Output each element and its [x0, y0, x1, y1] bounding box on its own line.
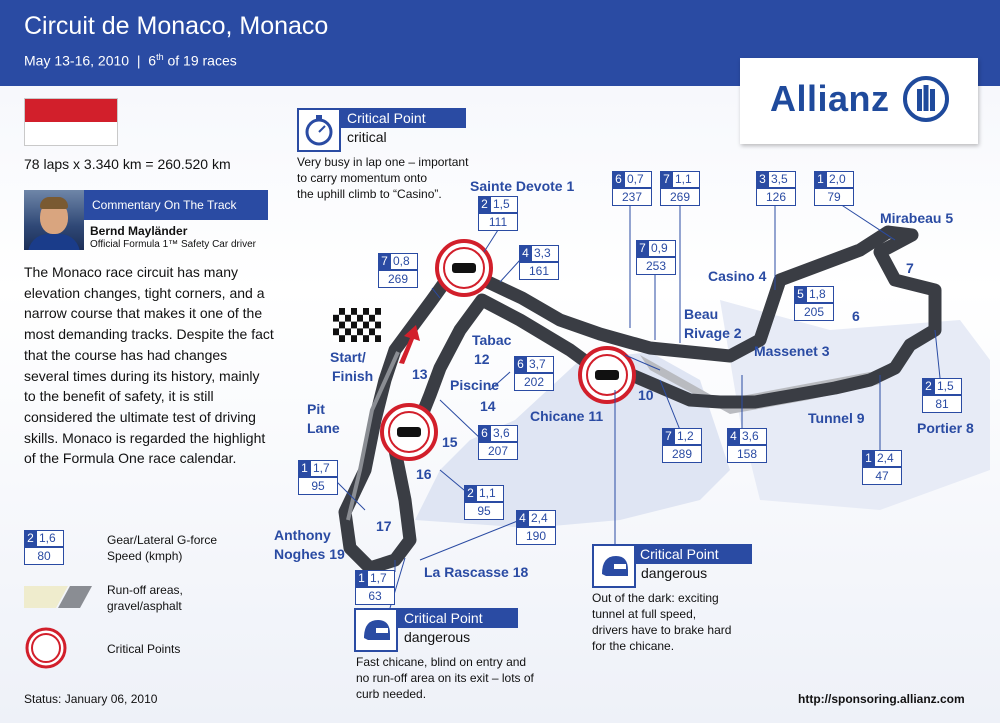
corner-tunnel: Tunnel 9	[808, 410, 865, 426]
helmet-icon	[354, 608, 398, 652]
critical-point-3-desc: Fast chicane, blind on entry and no run-…	[356, 655, 534, 701]
commentator-name: Bernd Mayländer	[90, 224, 188, 238]
helmet-icon	[592, 544, 636, 588]
pit-label: Pit	[307, 401, 325, 417]
corner-chicane: Chicane 11	[530, 408, 604, 424]
corner-16: 16	[416, 466, 432, 482]
allianz-logo: Allianz	[740, 58, 978, 144]
critical-ring-chicane	[578, 346, 636, 404]
legend-critical-label: Critical Points	[107, 642, 181, 656]
corner-rascasse: La Rascasse 18	[424, 564, 529, 580]
critical-point-1-desc: Very busy in lap one – important to carr…	[297, 155, 469, 201]
commentator-avatar	[24, 190, 84, 250]
race-count: of 19 races	[163, 52, 237, 69]
corner-6: 6	[852, 308, 860, 324]
legend-runoff-label: Run-off areas, gravel/asphalt	[107, 583, 183, 613]
corner-10: 10	[638, 387, 654, 403]
corner-13: 13	[412, 366, 428, 382]
commentator-role: Official Formula 1™ Safety Car driver	[90, 239, 256, 250]
start-arrow	[399, 325, 420, 364]
critical-point-3-heading: Critical Point	[398, 608, 518, 628]
flag-top	[25, 99, 117, 122]
sponsor-url[interactable]: http://sponsoring.allianz.com	[798, 692, 965, 706]
corner-beau: Beau	[684, 306, 719, 322]
critical-ring-icon	[25, 627, 67, 669]
race-date-line: May 13-16, 2010 | 6th of 19 races	[24, 52, 237, 69]
lane-label: Lane	[307, 420, 340, 436]
harbour-water	[415, 352, 730, 528]
status-date: Status: January 06, 2010	[24, 692, 158, 706]
corner-sainte-devote: Sainte Devote 1	[470, 178, 575, 194]
critical-point-2-severity: dangerous	[641, 565, 708, 581]
sea-water	[720, 300, 990, 510]
corner-rivage: Rivage 2	[684, 325, 742, 341]
finish-label: Finish	[332, 368, 374, 384]
corner-7: 7	[906, 260, 914, 276]
corner-15: 15	[442, 434, 458, 450]
corner-14: 14	[480, 398, 496, 414]
corner-casino: Casino 4	[708, 268, 767, 284]
race-date: May 13-16, 2010	[24, 52, 130, 69]
pit-lane	[346, 351, 400, 521]
corner-tabac: Tabac	[472, 332, 512, 348]
allianz-eagle-icon	[903, 76, 949, 122]
track-outline	[338, 225, 942, 575]
race-number: 6	[148, 52, 157, 69]
runoff-swatch-icon	[24, 586, 92, 608]
start-label: Start/	[330, 349, 366, 365]
legend-gear-box: 2 1,6 80	[24, 530, 64, 565]
corner-noghes: Noghes 19	[274, 546, 345, 562]
logo-wordmark: Allianz	[770, 78, 890, 119]
separator: |	[136, 52, 141, 69]
corner-massenet: Massenet 3	[754, 343, 830, 359]
critical-ring-piscine	[380, 403, 438, 461]
commentary-heading: Commentary On The Track	[84, 190, 268, 220]
stopwatch-icon	[297, 108, 341, 152]
corner-mirabeau: Mirabeau 5	[880, 210, 954, 226]
corner-portier: Portier 8	[917, 420, 974, 436]
header-bar: Circuit de Monaco, Monaco May 13-16, 201…	[0, 0, 1000, 86]
corner-anthony: Anthony	[274, 527, 331, 543]
track-description: The Monaco race circuit has many elevati…	[24, 264, 274, 467]
flag-bottom	[25, 122, 117, 145]
critical-point-2-desc: Out of the dark: exciting tunnel at full…	[592, 591, 732, 653]
corner-17: 17	[376, 518, 392, 534]
critical-point-3-severity: dangerous	[404, 629, 471, 645]
leader-lines	[334, 203, 941, 609]
chequered-flag-icon	[333, 308, 381, 342]
corner-12: 12	[474, 351, 490, 367]
critical-ring-sainte-devote	[435, 239, 493, 297]
legend-gear-label: Gear/Lateral G-force Speed (kmph)	[107, 533, 218, 563]
critical-point-1-heading: Critical Point	[341, 108, 466, 128]
monaco-flag-icon	[24, 98, 118, 146]
page-title: Circuit de Monaco, Monaco	[24, 12, 329, 40]
critical-point-2-heading: Critical Point	[634, 544, 752, 564]
critical-point-1-severity: critical	[347, 129, 387, 145]
race-number-suffix: th	[156, 52, 164, 62]
corner-piscine: Piscine	[450, 377, 500, 393]
race-distance: 78 laps x 3.340 km = 260.520 km	[24, 156, 231, 172]
